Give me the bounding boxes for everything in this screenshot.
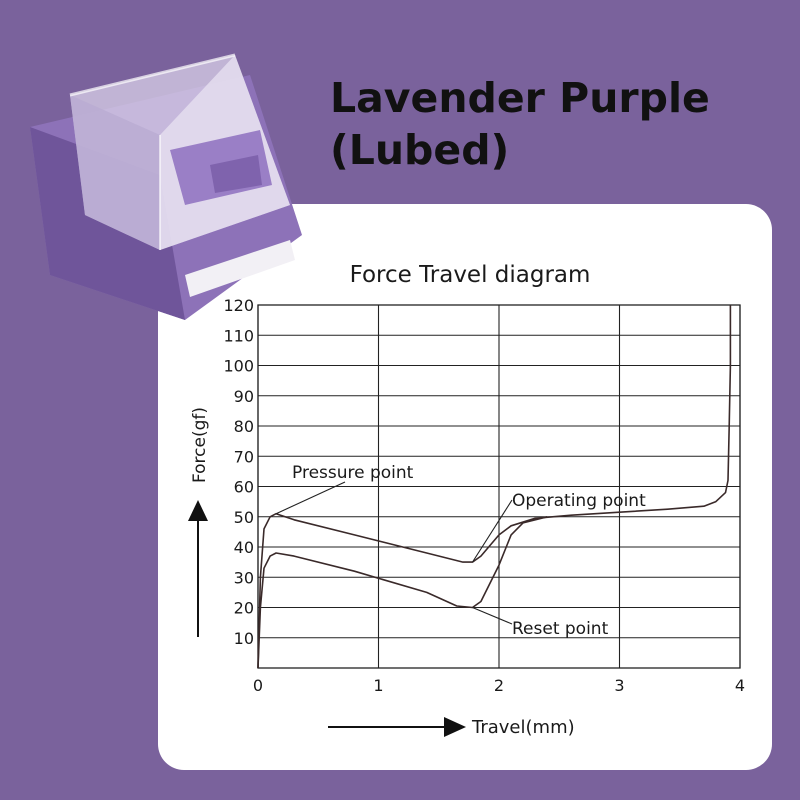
y-tick-label: 110 — [223, 326, 254, 345]
annotation-leader — [472, 499, 513, 563]
y-tick-label: 90 — [234, 387, 254, 406]
chart-title: Force Travel diagram — [350, 262, 591, 288]
x-axis-arrow — [328, 717, 466, 737]
y-tick-label: 60 — [234, 478, 254, 497]
x-axis-ticks: 0 1 2 3 4 — [253, 676, 745, 695]
y-tick-label: 10 — [234, 629, 254, 648]
x-tick-label: 2 — [494, 676, 504, 695]
product-title-line2: (Lubed) — [330, 126, 510, 174]
annotation-label: Reset point — [512, 619, 609, 639]
annotation-label: Operating point — [512, 491, 646, 511]
y-axis-label: Force(gf) — [190, 407, 210, 483]
y-axis-ticks: 10 20 30 40 50 60 70 80 90 100 110 120 — [223, 296, 254, 648]
annotation-leader — [472, 606, 513, 625]
x-tick-label: 3 — [614, 676, 624, 695]
y-tick-label: 40 — [234, 538, 254, 557]
x-tick-label: 1 — [373, 676, 383, 695]
y-tick-label: 100 — [223, 357, 254, 376]
product-title: Lavender Purple (Lubed) — [330, 72, 710, 176]
x-axis-label: Travel(mm) — [471, 717, 575, 738]
annotation-leader — [275, 481, 346, 515]
force-curve-1 — [257, 305, 732, 669]
chart-grid — [257, 304, 741, 669]
y-tick-label: 30 — [234, 568, 254, 587]
product-title-line1: Lavender Purple — [330, 74, 710, 122]
force-curve-2 — [257, 516, 548, 669]
y-axis-arrow — [188, 500, 208, 637]
y-tick-label: 50 — [234, 508, 254, 527]
mechanical-switch-icon — [30, 53, 302, 320]
x-tick-label: 0 — [253, 676, 263, 695]
chart-curves — [257, 305, 732, 669]
y-tick-label: 80 — [234, 417, 254, 436]
y-tick-label: 120 — [223, 296, 254, 315]
y-tick-label: 70 — [234, 447, 254, 466]
annotation-label: Pressure point — [292, 463, 414, 483]
y-tick-label: 20 — [234, 599, 254, 618]
x-tick-label: 4 — [735, 676, 745, 695]
